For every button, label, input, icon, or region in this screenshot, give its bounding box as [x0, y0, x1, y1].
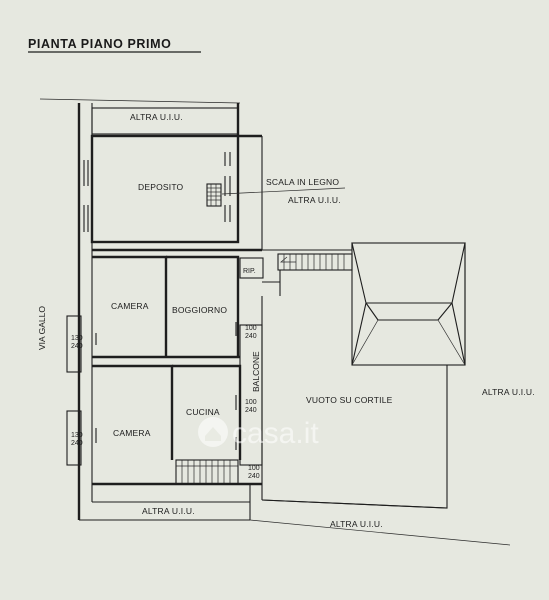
- label-altra-top: ALTRA U.I.U.: [130, 112, 183, 122]
- dim-win-left-1-b: 240: [71, 343, 83, 350]
- room-rip: [239, 257, 264, 279]
- roof-symbol: [351, 242, 466, 366]
- dim-balc-3-a: 100: [248, 465, 260, 472]
- property-line-top: [39, 98, 241, 104]
- label-scala: SCALA IN LEGNO: [266, 177, 339, 187]
- window-left-1: [66, 315, 82, 373]
- dim-balc-2-b: 240: [245, 407, 257, 414]
- dim-balc-1-b: 240: [245, 333, 257, 340]
- room-camera-2: [92, 364, 174, 460]
- label-balcone: BALCONE: [251, 351, 261, 392]
- dim-win-left-2-a: 130: [71, 432, 83, 439]
- label-camera-1: CAMERA: [111, 301, 149, 311]
- label-altra-right-top: ALTRA U.I.U.: [288, 195, 341, 205]
- scala-stair-symbol: [206, 183, 222, 207]
- watermark-house-icon: [205, 427, 221, 441]
- room-cucina: [172, 364, 242, 460]
- courtyard-wall-bottom: [261, 499, 448, 509]
- deposito-wall-windows: [83, 152, 231, 232]
- room-deposito: [90, 134, 240, 244]
- label-via-gallo: VIA GALLO: [37, 306, 47, 350]
- label-rip: RIP.: [243, 268, 256, 275]
- plan-title: PIANTA PIANO PRIMO: [28, 37, 171, 51]
- label-altra-bottom-outer: ALTRA U.I.U.: [330, 519, 383, 529]
- altra-top-box: [91, 107, 239, 135]
- dim-balc-3-b: 240: [248, 473, 260, 480]
- bottom-stair: [175, 459, 239, 485]
- label-boggiorno: BOGGIORNO: [172, 305, 227, 315]
- label-altra-bottom-inner: ALTRA U.I.U.: [142, 506, 195, 516]
- label-cucina: CUCINA: [186, 407, 220, 417]
- room-boggiorno: [166, 255, 240, 357]
- label-vuoto: VUOTO SU CORTILE: [306, 395, 393, 405]
- door-ticks: [95, 322, 237, 450]
- property-line-bottom: [249, 519, 511, 546]
- courtyard-boundary: [261, 242, 466, 509]
- dim-win-left-2-b: 240: [71, 440, 83, 447]
- window-left-2: [66, 410, 82, 466]
- dim-balc-1-a: 100: [245, 325, 257, 332]
- watermark: casa.it: [198, 417, 319, 450]
- dim-win-left-1-a: 130: [71, 335, 83, 342]
- watermark-text: casa.it: [232, 417, 319, 450]
- label-deposito: DEPOSITO: [138, 182, 184, 192]
- dim-balc-2-a: 100: [245, 399, 257, 406]
- label-altra-far-right: ALTRA U.I.U.: [482, 387, 535, 397]
- scala-leader-line: [221, 187, 346, 195]
- label-camera-2: CAMERA: [113, 428, 151, 438]
- entrance-stair: [277, 253, 353, 271]
